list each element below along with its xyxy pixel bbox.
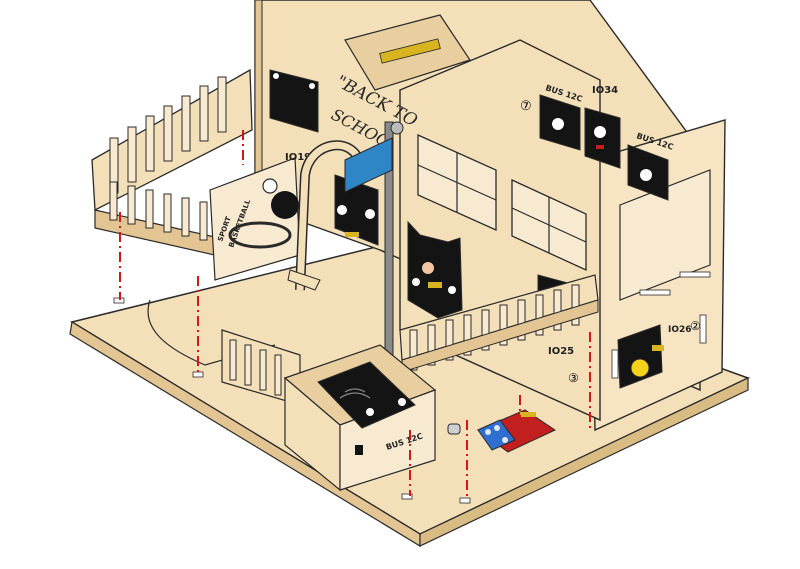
push-button-icon <box>617 324 663 389</box>
lcd-module <box>269 69 319 133</box>
nfc-module <box>317 361 416 429</box>
mark-7: ⑦ <box>520 99 532 114</box>
svg-text:IO26: IO26 <box>668 325 692 335</box>
cat-module <box>407 220 463 319</box>
peg <box>447 423 461 435</box>
box-window-icon <box>355 445 363 455</box>
left-balcony <box>91 68 253 259</box>
right-fence: ③ <box>399 274 599 385</box>
svg-text:IO34: IO34 <box>592 85 618 96</box>
mark-3: ③ <box>568 371 579 385</box>
nfc-waves-icon <box>317 361 416 429</box>
svg-text:IO25: IO25 <box>548 346 574 357</box>
pin-header <box>379 38 441 64</box>
window-left <box>417 133 497 232</box>
speaker-module <box>271 191 299 219</box>
window-right <box>511 178 587 272</box>
module-io34: IO34 <box>584 85 621 169</box>
blue-flag <box>344 137 393 193</box>
cat-face-icon <box>407 220 463 319</box>
basketball-icon <box>262 178 278 194</box>
button-module: IO26 ② <box>617 319 701 389</box>
hoop-ring <box>228 221 292 249</box>
relay-board <box>476 409 557 453</box>
sensor-module-center <box>334 174 379 246</box>
basketball-board: SPORT BASKETBALL IO19 <box>209 152 311 281</box>
svg-text:IO19: IO19 <box>285 152 311 163</box>
top-board <box>344 14 471 91</box>
mark-2: ② <box>690 319 701 333</box>
assembly-guide-lines <box>119 130 591 498</box>
